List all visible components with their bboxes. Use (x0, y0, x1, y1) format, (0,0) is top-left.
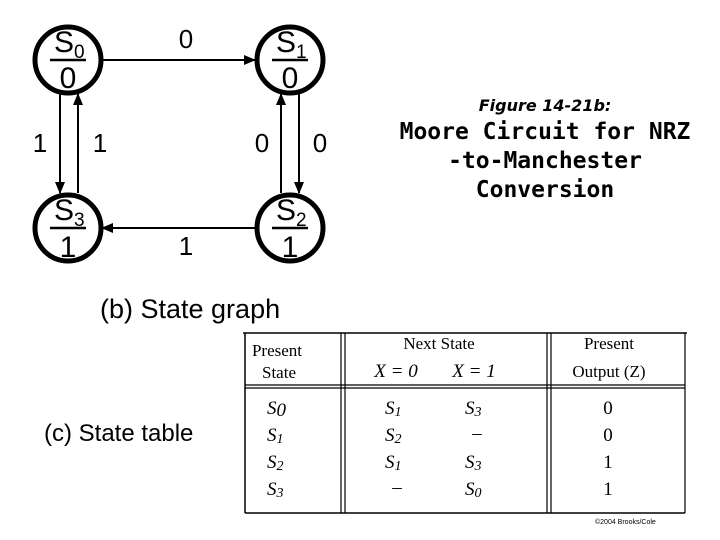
header-x1: X = 1 (451, 361, 495, 382)
svg-text:–: – (391, 477, 402, 498)
node-s3-output: 1 (60, 231, 77, 264)
node-s2-output: 1 (282, 231, 299, 264)
svg-text:0: 0 (603, 398, 613, 419)
edge-s1-s2-label: 0 (313, 128, 327, 158)
state-graph-caption: (b) State graph (100, 294, 281, 324)
svg-text:S3: S3 (54, 194, 85, 231)
table-row: S2 S1 S3 1 (267, 452, 613, 474)
header-present-state-2: State (262, 363, 296, 382)
edge-s2-s3-label: 1 (179, 231, 193, 261)
svg-text:S0: S0 (54, 26, 85, 63)
title-line-3: Conversion (475, 177, 615, 203)
node-s0: S0 0 (32, 24, 104, 96)
table-row: S0 S1 S3 0 (267, 398, 613, 421)
svg-text:S3: S3 (465, 452, 482, 474)
header-present-state-1: Present (252, 341, 302, 360)
header-output-2: Output (Z) (572, 362, 645, 381)
page-title: Moore Circuit for NRZ -to-Manchester Con… (392, 118, 698, 205)
svg-text:S2: S2 (276, 194, 307, 231)
svg-text:0: 0 (603, 425, 613, 446)
header-output-1: Present (584, 334, 634, 353)
svg-text:S3: S3 (465, 398, 482, 420)
title-line-2: -to-Manchester (448, 148, 642, 174)
edge-s2-s1-label: 0 (255, 128, 269, 158)
svg-text:S1: S1 (385, 398, 402, 420)
edge-s0-s3-label: 1 (33, 128, 47, 158)
svg-text:S0: S0 (465, 479, 482, 501)
node-s1-output: 0 (282, 62, 299, 95)
svg-text:S1: S1 (276, 26, 307, 63)
edge-s3-s0-label: 1 (93, 128, 107, 158)
svg-text:S2: S2 (267, 452, 284, 474)
node-s2: S2 1 (254, 192, 326, 264)
header-x0: X = 0 (373, 361, 418, 382)
svg-text:S2: S2 (385, 425, 402, 447)
svg-text:1: 1 (603, 452, 613, 473)
node-s0-output: 0 (60, 62, 77, 95)
edge-s0-s1-label: 0 (179, 24, 193, 54)
state-table: Present State Next State X = 0 X = 1 Pre… (241, 331, 689, 526)
header-next-state: Next State (403, 334, 474, 353)
node-s1: S1 0 (254, 24, 326, 96)
node-s3: S3 1 (32, 192, 104, 264)
copyright-credit: ©2004 Brooks/Cole (595, 518, 656, 526)
state-table-caption: (c) State table (44, 420, 194, 447)
svg-text:S3: S3 (267, 479, 284, 501)
svg-text:1: 1 (603, 479, 613, 500)
svg-text:S1: S1 (267, 425, 284, 447)
figure-label: Figure 14-21b: (478, 96, 612, 115)
table-row: S1 S2 – 0 (267, 423, 613, 447)
svg-text:S0: S0 (267, 398, 287, 421)
table-row: S3 – S0 1 (267, 477, 613, 501)
svg-text:–: – (471, 423, 482, 444)
svg-text:S1: S1 (385, 452, 402, 474)
title-line-1: Moore Circuit for NRZ (399, 119, 691, 145)
